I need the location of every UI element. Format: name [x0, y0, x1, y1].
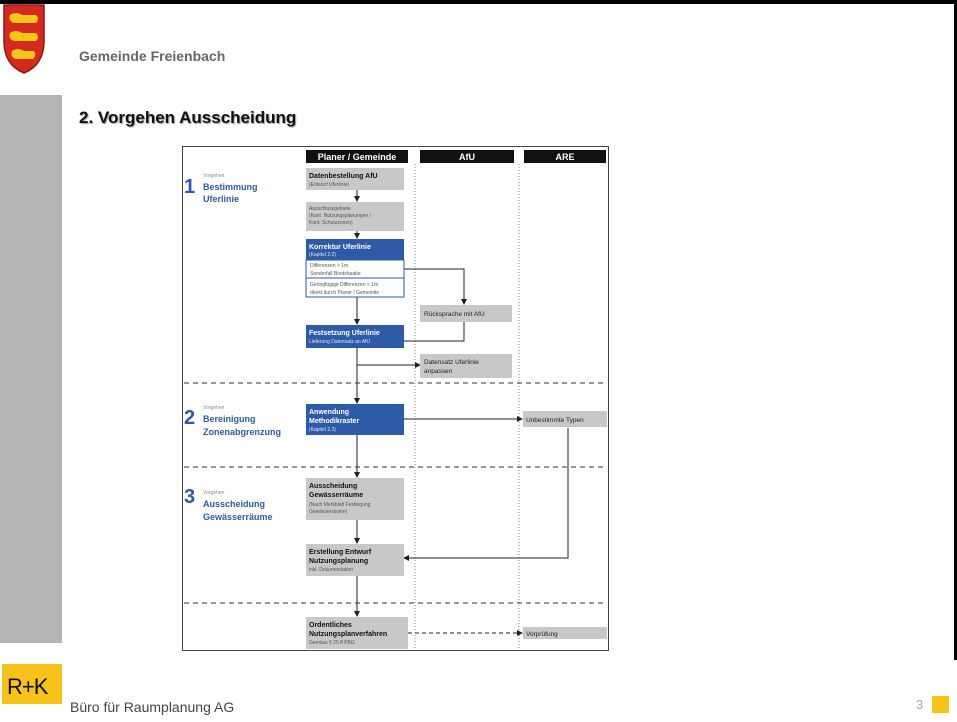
box-vorpruefung-text: Vorprüfung — [526, 631, 558, 638]
column-header-are: ARE — [555, 152, 574, 162]
box-ordentliches-l2: Nutzungsplanverfahren — [309, 631, 387, 638]
municipality-name: Gemeinde Freienbach — [79, 48, 226, 64]
column-header-bg — [420, 150, 514, 163]
phase-1-number: 1 — [184, 176, 195, 198]
slide-title: 2. Vorgehen Ausscheidung — [79, 108, 297, 127]
korrektur-item-3: Geringfügige Differenzen < 1m — [310, 282, 378, 288]
top-border — [0, 0, 957, 4]
box-anwendung-sub: (Kapitel 2.3) — [309, 427, 336, 433]
company-logo: R+K — [2, 664, 62, 704]
column-header-planer: Planer / Gemeinde — [318, 152, 397, 162]
box-ausscheidung-l1: Ausscheidung — [309, 483, 357, 490]
column-header-afu: AfU — [459, 152, 475, 162]
box-korrektur-title: Korrektur Uferlinie — [309, 244, 371, 251]
box-korrektur-sub: (Kapitel 2.2) — [309, 252, 336, 258]
box-erstellung-l1: Erstellung Entwurf — [309, 549, 372, 556]
box-festsetzung — [306, 325, 404, 348]
box-erstellung — [306, 544, 404, 576]
box-ausscheidung-s1: (Nach Merkblatt Festlegung — [309, 502, 371, 508]
box-ordentliches-l1: Ordentliches — [309, 622, 352, 629]
box-ordentliches — [306, 617, 408, 649]
phase-1-line2: Uferlinie — [203, 194, 239, 204]
box-anwendung-l2: Methodikraster — [309, 418, 359, 425]
box-datensatz-l2: anpassen — [424, 368, 453, 375]
box-ruecksprache — [420, 305, 512, 322]
process-flow-diagram: Planer / Gemeinde AfU ARE 1 Vorgehen Bes… — [182, 146, 609, 651]
box-ausschlussgebiete-l3: Kant. Schutzzonen) — [309, 220, 353, 226]
box-korrektur — [306, 239, 404, 260]
box-erstellung-l2: Nutzungsplanung — [309, 558, 368, 565]
box-anwendung-l1: Anwendung — [309, 409, 349, 416]
box-vorpruefung — [523, 627, 607, 639]
logo-text: R+K — [7, 674, 48, 699]
page-marker — [932, 696, 949, 713]
phase-3-line2: Gewässerräume — [203, 512, 273, 522]
box-festsetzung-sub: Lieferung Datensatz an AfU — [309, 339, 371, 345]
right-border — [954, 0, 957, 660]
box-datenbestellung-sub: (Entwurf Uferlinie) — [309, 182, 349, 188]
box-ausscheidung — [306, 478, 404, 520]
box-unbestimmte — [523, 411, 607, 427]
phase-3-small: Vorgehen — [203, 490, 225, 496]
box-ausschlussgebiete-l1: Ausschlussgebiete — [309, 206, 351, 212]
box-ausschlussgebiete-l2: (Kant. Nutzungsplanungen / — [309, 213, 372, 219]
phase-2-line2: Zonenabgrenzung — [203, 427, 281, 437]
box-unbestimmte-text: Unbestimmte Typen — [526, 417, 584, 424]
phase-1-line1: Bestimmung — [203, 182, 258, 192]
column-header-bg — [306, 150, 408, 163]
box-ausschlussgebiete — [306, 202, 404, 231]
phase-2-number: 2 — [184, 407, 195, 429]
phase-3-number: 3 — [184, 486, 195, 508]
korrektur-item-4: direkt durch Planer / Gemeinde — [310, 290, 379, 296]
phase-1-small: Vorgehen — [203, 173, 225, 179]
box-ausscheidung-s2: Gewässerräume) — [309, 509, 348, 515]
box-festsetzung-title: Festsetzung Uferlinie — [309, 330, 380, 337]
box-datenbestellung — [306, 168, 404, 190]
phase-3-line1: Ausscheidung — [203, 499, 265, 509]
box-datensatz — [420, 354, 512, 378]
phase-2-small: Vorgehen — [203, 405, 225, 411]
sidebar-band — [0, 95, 62, 643]
phase-2-line1: Bereinigung — [203, 414, 256, 424]
korrektur-item-1: Differenzen > 1m — [310, 263, 348, 269]
box-erstellung-sub: inkl. Dokumentation — [309, 567, 353, 573]
box-anwendung — [306, 404, 404, 435]
column-header-bg — [524, 150, 606, 163]
box-ausscheidung-l2: Gewässerräume — [309, 492, 363, 499]
korrektur-item-2: Sonderfall Bootshaabe — [310, 271, 361, 277]
coat-of-arms-icon — [3, 4, 45, 74]
company-name: Büro für Raumplanung AG — [70, 699, 235, 715]
flow-arrow — [403, 428, 569, 561]
box-ruecksprache-text: Rücksprache mit AfU — [424, 311, 485, 318]
box-datenbestellung-title: Datenbestellung AfU — [309, 173, 378, 180]
page-number: 3 — [916, 697, 924, 712]
box-datensatz-l1: Datensatz Uferlinie — [424, 359, 479, 366]
box-ordentliches-sub: Gemäss § 25 ff PBG — [309, 640, 355, 646]
flow-arrow — [404, 268, 467, 305]
